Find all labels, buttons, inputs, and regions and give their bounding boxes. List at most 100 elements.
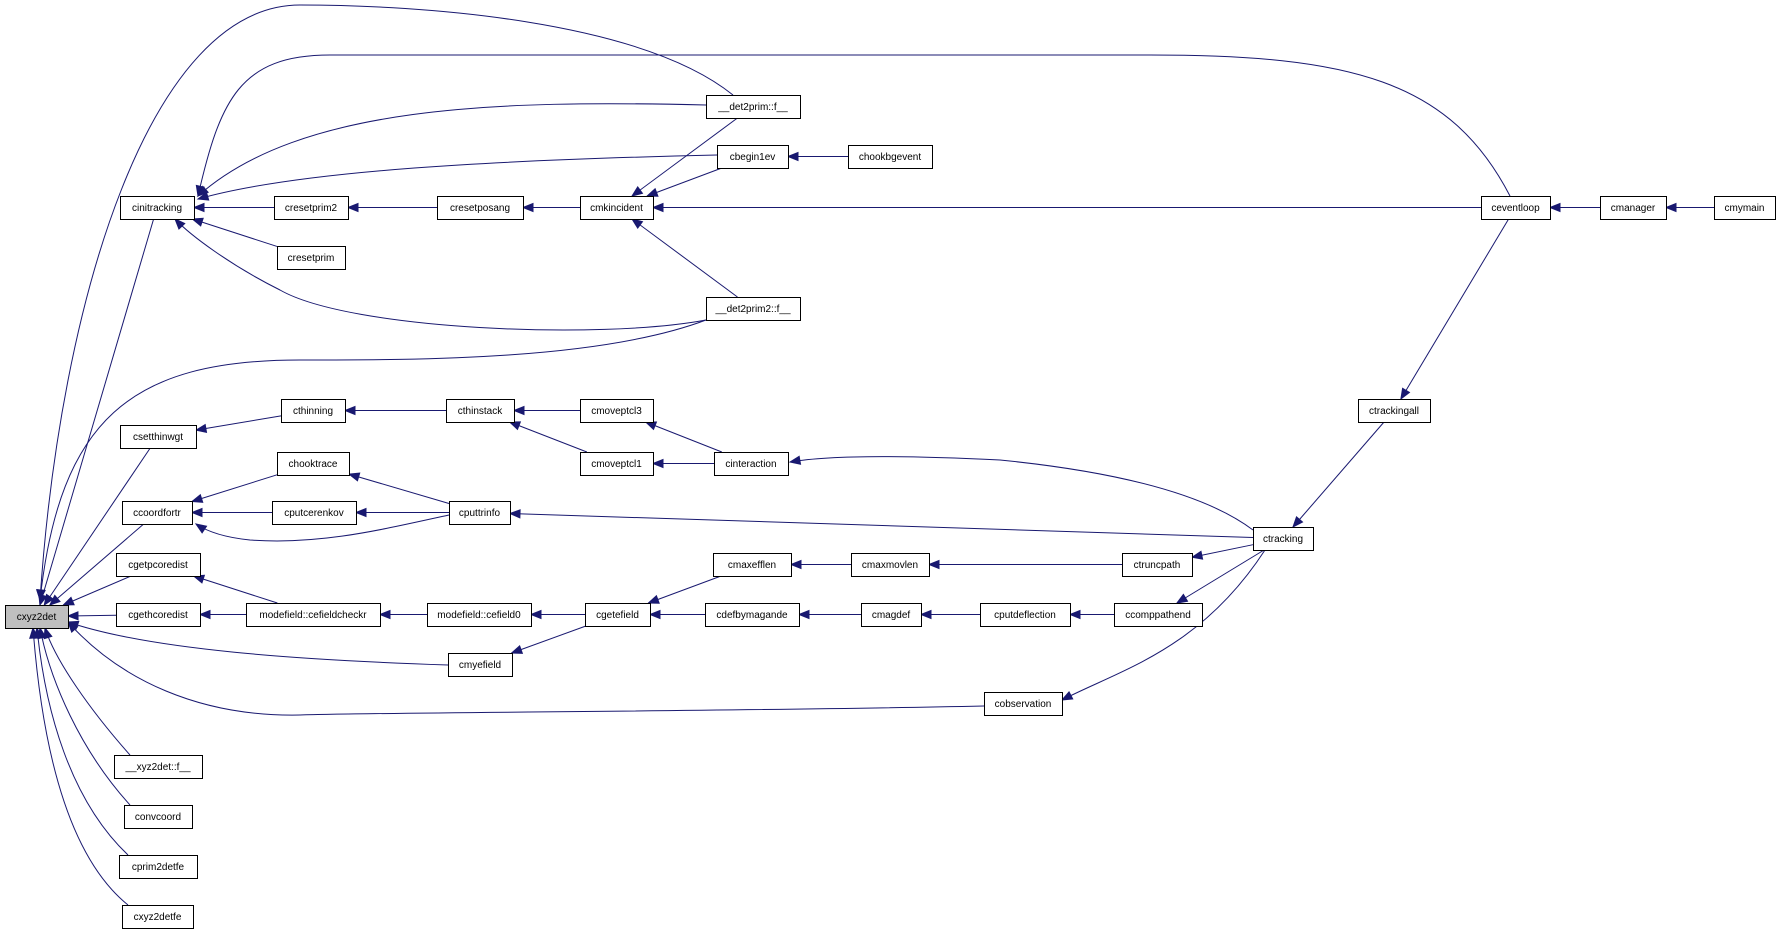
node-cmoveptcl1[interactable]: cmoveptcl1 — [580, 452, 654, 476]
node-cputdeflection[interactable]: cputdeflection — [980, 603, 1071, 627]
node-modefield_cefield0[interactable]: modefield::cefield0 — [427, 603, 532, 627]
node-cgetefield[interactable]: cgetefield — [585, 603, 651, 627]
node-box[interactable] — [851, 553, 930, 577]
node-cdefbymagande[interactable]: cdefbymagande — [705, 603, 800, 627]
node-cgetpcoredist[interactable]: cgetpcoredist — [116, 553, 201, 577]
node-box[interactable] — [1122, 553, 1193, 577]
node-box[interactable] — [116, 603, 201, 627]
node-box[interactable] — [1358, 399, 1431, 423]
node-box[interactable] — [114, 755, 203, 779]
node-cthinning[interactable]: cthinning — [281, 399, 346, 423]
node-cmaxmovlen[interactable]: cmaxmovlen — [851, 553, 930, 577]
node-box[interactable] — [449, 501, 511, 525]
node-ccomppathend[interactable]: ccomppathend — [1114, 603, 1203, 627]
node-cresetprim2[interactable]: cresetprim2 — [274, 196, 349, 220]
node-xyz2det_f[interactable]: __xyz2det::f__ — [114, 755, 203, 779]
node-box[interactable] — [585, 603, 651, 627]
node-cputcerenkov[interactable]: cputcerenkov — [272, 501, 357, 525]
node-modefield_cefieldcheckr[interactable]: modefield::cefieldcheckr — [246, 603, 381, 627]
node-box[interactable] — [1253, 527, 1314, 551]
node-label: cmaxmovlen — [862, 560, 918, 571]
node-box[interactable] — [1114, 603, 1203, 627]
edge-arrowhead — [508, 509, 521, 519]
node-box[interactable] — [980, 603, 1071, 627]
edge-modefield_cefieldcheckr-to-cgethcoredist — [198, 609, 246, 620]
node-box[interactable] — [706, 297, 801, 321]
node-cresetposang[interactable]: cresetposang — [437, 196, 524, 220]
node-box[interactable] — [1481, 196, 1551, 220]
node-box[interactable] — [122, 905, 194, 929]
node-cinitracking[interactable]: cinitracking — [120, 196, 195, 220]
node-label: cxyz2detfe — [134, 912, 182, 923]
node-box[interactable] — [116, 553, 201, 577]
node-ctrackingall[interactable]: ctrackingall — [1358, 399, 1431, 423]
node-cmymain[interactable]: cmymain — [1714, 196, 1776, 220]
node-box[interactable] — [277, 452, 350, 476]
node-det2prim2_f[interactable]: __det2prim2::f__ — [706, 297, 801, 321]
edge-arrowhead — [194, 423, 208, 434]
node-box[interactable] — [714, 452, 789, 476]
edge-arrowhead — [191, 217, 204, 227]
node-box[interactable] — [124, 805, 193, 829]
node-box[interactable] — [272, 501, 357, 525]
node-box[interactable] — [861, 603, 922, 627]
node-box[interactable] — [717, 145, 789, 169]
node-box[interactable] — [281, 399, 346, 423]
node-box[interactable] — [580, 452, 654, 476]
node-cmaxefflen[interactable]: cmaxefflen — [713, 553, 792, 577]
node-chookbgevent[interactable]: chookbgevent — [848, 145, 933, 169]
node-cmanager[interactable]: cmanager — [1600, 196, 1667, 220]
node-box[interactable] — [120, 196, 195, 220]
node-label: __det2prim2::f__ — [714, 304, 790, 315]
node-box[interactable] — [427, 603, 532, 627]
node-cxyz2det[interactable]: cxyz2det — [5, 605, 69, 629]
node-box[interactable] — [246, 603, 381, 627]
node-csetthinwgt[interactable]: csetthinwgt — [120, 425, 197, 449]
node-box[interactable] — [706, 95, 801, 119]
node-box[interactable] — [1600, 196, 1667, 220]
node-chooktrace[interactable]: chooktrace — [277, 452, 350, 476]
node-cbegin1ev[interactable]: cbegin1ev — [717, 145, 789, 169]
edge-cdefbymagande-to-cgetefield — [648, 609, 705, 620]
node-box[interactable] — [448, 653, 513, 677]
node-box[interactable] — [437, 196, 524, 220]
node-cxyz2detfe[interactable]: cxyz2detfe — [122, 905, 194, 929]
node-cresetprim[interactable]: cresetprim — [277, 246, 346, 270]
node-box[interactable] — [5, 605, 69, 629]
node-ceventloop[interactable]: ceventloop — [1481, 196, 1551, 220]
edge-chooktrace-to-ccoordfortr — [190, 474, 278, 503]
node-box[interactable] — [580, 399, 654, 423]
node-box[interactable] — [984, 692, 1063, 716]
node-cgethcoredist[interactable]: cgethcoredist — [116, 603, 201, 627]
node-ccoordfortr[interactable]: ccoordfortr — [122, 501, 193, 525]
node-cmyefield[interactable]: cmyefield — [448, 653, 513, 677]
node-box[interactable] — [122, 501, 193, 525]
edge-det2prim2_f-to-cinitracking — [174, 218, 707, 331]
node-cmagdef[interactable]: cmagdef — [861, 603, 922, 627]
node-box[interactable] — [848, 145, 933, 169]
node-box[interactable] — [119, 855, 198, 879]
node-cinteraction[interactable]: cinteraction — [714, 452, 789, 476]
node-det2prim_f[interactable]: __det2prim::f__ — [706, 95, 801, 119]
node-ctracking[interactable]: ctracking — [1253, 527, 1314, 551]
node-ctruncpath[interactable]: ctruncpath — [1122, 553, 1193, 577]
node-cputtrinfo[interactable]: cputtrinfo — [449, 501, 511, 525]
node-box[interactable] — [274, 196, 349, 220]
edge-arrowhead — [196, 191, 210, 201]
node-box[interactable] — [713, 553, 792, 577]
node-cthinstack[interactable]: cthinstack — [446, 399, 515, 423]
node-box[interactable] — [277, 246, 346, 270]
node-box[interactable] — [580, 196, 654, 220]
node-box[interactable] — [1714, 196, 1776, 220]
node-label: modefield::cefield0 — [437, 610, 521, 621]
node-convcoord[interactable]: convcoord — [124, 805, 193, 829]
node-cmkincident[interactable]: cmkincident — [580, 196, 654, 220]
node-cobservation[interactable]: cobservation — [984, 692, 1063, 716]
edge-line — [645, 421, 722, 453]
node-cmoveptcl3[interactable]: cmoveptcl3 — [580, 399, 654, 423]
node-box[interactable] — [446, 399, 515, 423]
node-box[interactable] — [120, 425, 197, 449]
edge-arrowhead — [1400, 387, 1411, 401]
node-cprim2detfe[interactable]: cprim2detfe — [119, 855, 198, 879]
node-box[interactable] — [705, 603, 800, 627]
